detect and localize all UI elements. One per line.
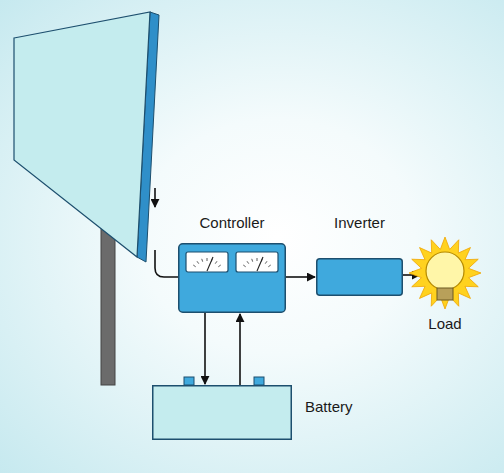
battery-shape bbox=[152, 385, 292, 440]
battery-box: Battery bbox=[152, 385, 292, 440]
load-bulb: Load bbox=[421, 251, 469, 299]
node-label: Inverter bbox=[334, 214, 385, 232]
inverter-box: Inverter bbox=[316, 258, 403, 296]
bulb-shape bbox=[421, 251, 469, 299]
panel-wire bbox=[154, 188, 156, 207]
gauge bbox=[236, 252, 278, 272]
gauge bbox=[186, 252, 228, 272]
node-label: Controller bbox=[199, 214, 264, 232]
solar-panel bbox=[14, 12, 150, 257]
node-label: Battery bbox=[305, 398, 353, 416]
current-arrow bbox=[286, 276, 315, 278]
current-arrow bbox=[204, 313, 206, 384]
controller-shape bbox=[178, 243, 286, 313]
controller-box: Controller bbox=[178, 243, 286, 313]
current-arrow bbox=[239, 314, 241, 385]
panel-wire bbox=[155, 250, 178, 277]
inverter-shape bbox=[316, 258, 403, 296]
node-label: Load bbox=[428, 315, 461, 333]
